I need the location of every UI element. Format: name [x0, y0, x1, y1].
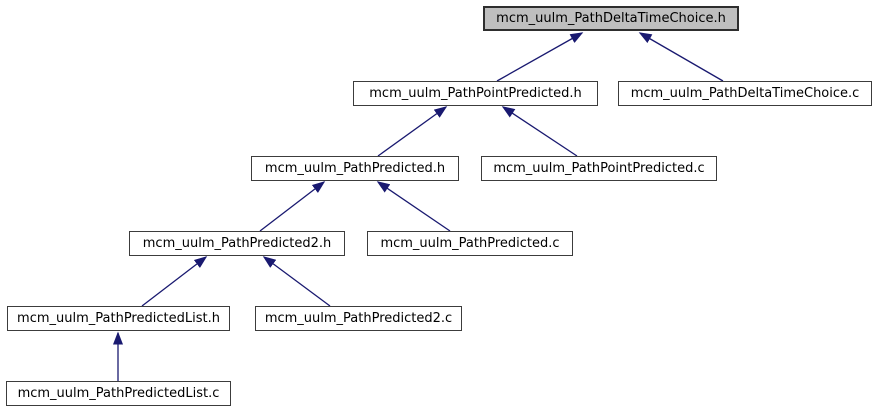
node-path-point-predicted-h[interactable]: mcm_uulm_PathPointPredicted.h: [353, 81, 598, 106]
node-path-predicted-c[interactable]: mcm_uulm_PathPredicted.c: [367, 231, 573, 256]
node-path-delta-time-choice-h: mcm_uulm_PathDeltaTimeChoice.h: [483, 6, 739, 31]
edge-arrow: [141, 256, 208, 307]
edge-arrow: [259, 181, 326, 232]
edge-arrow: [262, 256, 331, 307]
node-path-predicted-list-c[interactable]: mcm_uulm_PathPredictedList.c: [6, 381, 231, 406]
node-path-delta-time-choice-c[interactable]: mcm_uulm_PathDeltaTimeChoice.c: [618, 81, 872, 106]
node-path-point-predicted-c[interactable]: mcm_uulm_PathPointPredicted.c: [481, 156, 717, 181]
node-path-predicted2-c[interactable]: mcm_uulm_PathPredicted2.c: [255, 306, 462, 331]
node-path-predicted2-h[interactable]: mcm_uulm_PathPredicted2.h: [129, 231, 345, 256]
node-path-predicted-list-h[interactable]: mcm_uulm_PathPredictedList.h: [7, 306, 230, 331]
edge-arrow: [638, 32, 724, 82]
edge-arrow: [377, 106, 448, 157]
node-path-predicted-h[interactable]: mcm_uulm_PathPredicted.h: [251, 156, 459, 181]
edge-arrow: [376, 181, 451, 232]
edge-arrow: [496, 32, 584, 82]
edge-arrow: [501, 106, 578, 157]
